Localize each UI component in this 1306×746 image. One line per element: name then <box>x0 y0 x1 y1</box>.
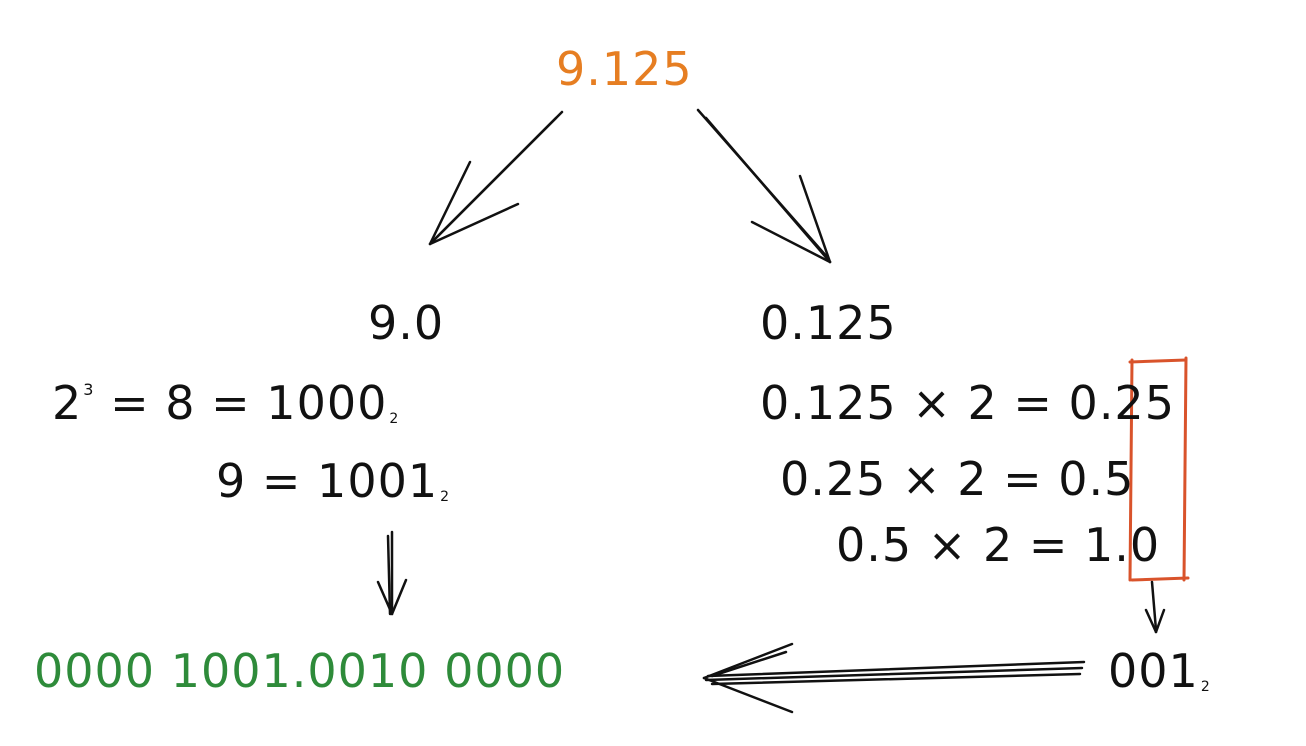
fraction-step-remainder: .25 <box>1098 376 1175 430</box>
arrow-result-to-final <box>702 642 1086 714</box>
fraction-step-3: 0.5 × 2 = 1.0 <box>836 522 1160 568</box>
arrow-fraction-down <box>1144 580 1166 634</box>
fraction-step-expression: 0.125 × 2 = <box>760 376 1069 430</box>
fraction-step-1: 0.125 × 2 = 0.25 <box>760 380 1175 426</box>
base-subscript: 2 <box>1200 679 1211 695</box>
base-subscript: 2 <box>389 411 400 427</box>
fraction-result-text: 001 <box>1108 644 1199 698</box>
integer-line-2-text: 9 = 1001 <box>216 454 439 508</box>
fraction-step-remainder: .5 <box>1088 452 1135 506</box>
arrow-root-to-integer <box>428 110 564 246</box>
base-subscript: 2 <box>440 489 451 505</box>
arrow-root-to-fraction <box>696 108 832 264</box>
power-exponent: 3 <box>83 380 95 399</box>
final-binary-result: 0000 1001.0010 0000 <box>34 644 566 698</box>
fraction-step-carry-digit: 0 <box>1068 376 1099 430</box>
fraction-step-expression: 0.5 × 2 = <box>836 518 1084 572</box>
root-number: 9.125 <box>556 42 693 96</box>
fraction-step-carry-digit: 0 <box>1058 452 1089 506</box>
fraction-step-2: 0.25 × 2 = 0.5 <box>780 456 1134 502</box>
fraction-step-remainder: .0 <box>1114 518 1161 572</box>
integer-part-title: 9.0 <box>368 296 445 350</box>
fraction-step-carry-digit: 1 <box>1084 518 1115 572</box>
arrow-integer-down <box>376 530 408 616</box>
fraction-part-title: 0.125 <box>760 296 897 350</box>
integer-line-1-rest: = 8 = 1000 <box>94 376 388 430</box>
fraction-step-expression: 0.25 × 2 = <box>780 452 1059 506</box>
power-base: 2 <box>52 376 83 430</box>
highlight-box <box>1128 356 1190 582</box>
